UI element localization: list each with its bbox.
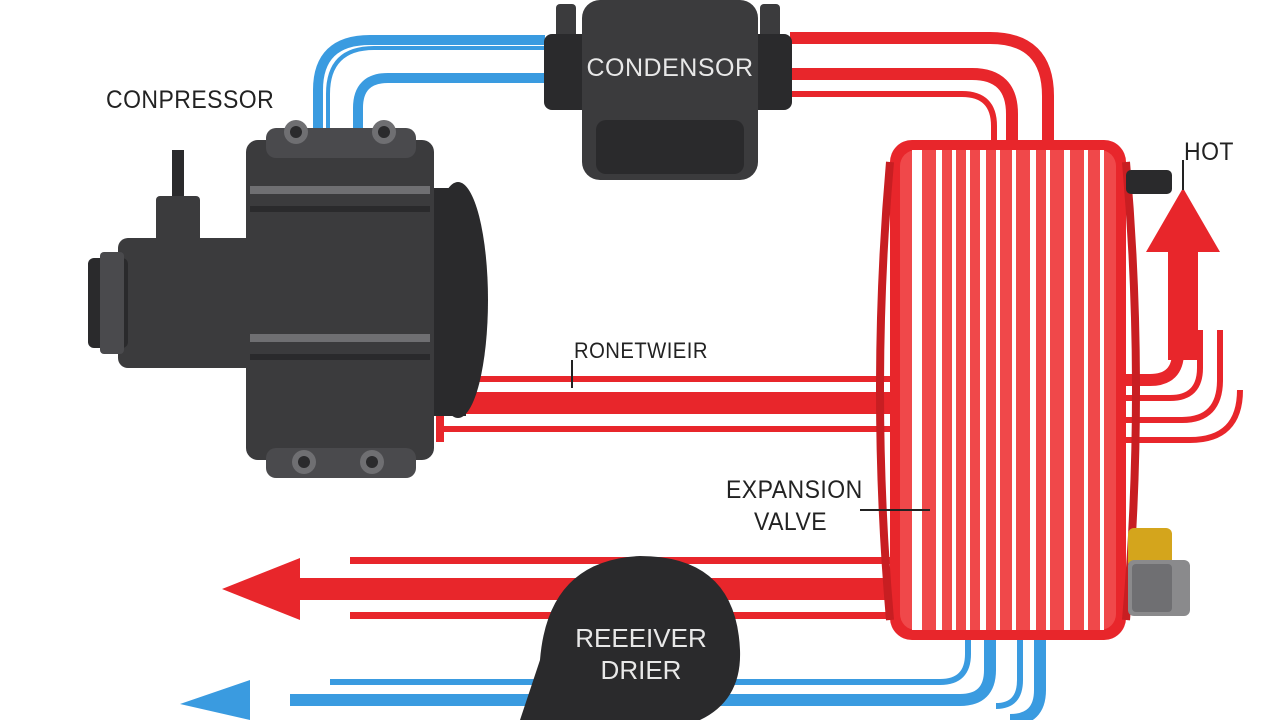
condensor-label: CONDENSOR [586, 54, 754, 82]
expansion-valve-label-line1: EXPANSION [726, 476, 863, 504]
cold-line-bottom [180, 640, 1046, 720]
receiver-drier-icon [520, 556, 741, 720]
hot-label: HOT [1184, 138, 1234, 166]
cold-line-top [313, 35, 545, 140]
evaporator-icon [860, 140, 1190, 640]
receiver-drier-label: REEEIVER DRIER [566, 622, 716, 686]
hot-line-top [790, 32, 1054, 140]
compressor-icon [88, 120, 488, 478]
hot-arrow-icon [1146, 188, 1220, 252]
receiver-drier-label-line2: DRIER [600, 655, 682, 685]
flow-arrow-icon [222, 558, 300, 620]
receiver-drier-label-line1: REEEIVER [575, 623, 707, 653]
tag-label: RONETWIEIR [574, 338, 708, 363]
compressor-label: CONPRESSOR [106, 86, 275, 114]
hot-line-middle [436, 352, 892, 442]
condenser-icon [544, 0, 792, 180]
hot-line-right [1120, 160, 1243, 443]
expansion-valve-label-line2: VALVE [754, 508, 828, 536]
